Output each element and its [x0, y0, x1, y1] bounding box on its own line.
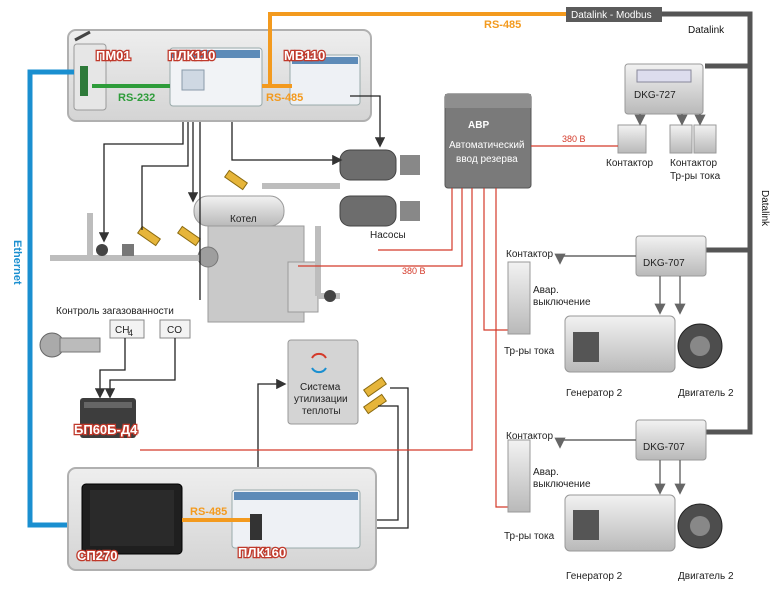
generator-set-1	[507, 261, 723, 373]
ct-box-top-1	[669, 124, 693, 154]
boiler-label: Котел	[230, 214, 257, 225]
pipes	[50, 183, 340, 299]
dkg727-label: DKG-727	[634, 90, 676, 101]
bp60b-unit	[80, 398, 136, 438]
mv110-module	[289, 54, 361, 106]
heat-label-2: утилизации	[294, 394, 348, 405]
contactor-ct-label-2: Тр-ры тока	[670, 171, 721, 182]
ch4-label: CH	[115, 325, 129, 336]
datalink-modbus-box	[566, 7, 662, 22]
avr-line2: ввод резерва	[456, 154, 518, 165]
datalink-bus	[662, 11, 753, 435]
dkg707b-unit	[635, 419, 707, 461]
heat-label-1: Система	[300, 382, 341, 393]
rs232-label: RS-232	[118, 92, 155, 104]
plc160-module	[231, 489, 361, 549]
g2-emerg-label-2: выключение	[533, 479, 591, 490]
pm01-module	[73, 30, 107, 111]
pm01-label: ПМ01	[96, 48, 131, 63]
g1-contactor-label: Контактор	[506, 249, 553, 260]
g2-emerg-label-1: Авар.	[533, 467, 559, 478]
plc160-label: ПЛК160	[238, 545, 286, 560]
plc110-label: ПЛК110	[168, 48, 215, 63]
gas-control-label: Контроль загазованности	[56, 306, 174, 317]
ch4-sensor	[109, 319, 145, 339]
g2-ct-label: Тр-ры тока	[504, 531, 555, 542]
datalink-top-label: Datalink	[688, 25, 725, 36]
plc110-module	[169, 47, 263, 107]
sp270-label: СП270	[77, 548, 117, 563]
pumps-label: Насосы	[370, 230, 406, 241]
g1-eng-label: Двигатель 2	[678, 388, 734, 399]
valve-icons	[96, 244, 336, 302]
g2-gen-label: Генератор 2	[566, 571, 623, 582]
bp60b-label: БП60Б-Д4	[74, 422, 138, 437]
dkg707a-unit	[635, 235, 707, 277]
datalink-modbus-label: Datalink - Modbus	[571, 10, 652, 21]
co-label: CO	[167, 325, 182, 336]
fan-icon	[39, 332, 101, 358]
voltage-label-1: 380 В	[562, 134, 586, 144]
heat-recovery-unit	[287, 339, 359, 425]
rs485-label-bottom: RS-485	[190, 506, 227, 518]
contactor-box-top	[617, 124, 647, 154]
rs485-bus-datalink	[268, 12, 566, 86]
g1-emerg-label-1: Авар.	[533, 285, 559, 296]
avr-unit	[444, 93, 532, 189]
dkg707b-label: DKG-707	[643, 442, 685, 453]
rs485-label-right: RS-485	[484, 19, 521, 31]
dkg707a-label: DKG-707	[643, 258, 685, 269]
g1-gen-label: Генератор 2	[566, 388, 623, 399]
boiler	[193, 195, 319, 323]
ethernet-bus	[27, 69, 74, 528]
avr-title: АВР	[468, 120, 489, 131]
mv110-label: МВ110	[284, 48, 325, 63]
rs485-label-top: RS-485	[266, 92, 303, 104]
ch4-subscript: 4	[128, 328, 133, 338]
contactor-top-label: Контактор	[606, 158, 653, 169]
g1-emerg-label-2: выключение	[533, 297, 591, 308]
dkg727-unit	[624, 63, 704, 115]
generator-set-2	[507, 439, 723, 552]
sp270-screen	[81, 483, 183, 555]
ethernet-label: Ethernet	[11, 240, 23, 285]
contactor-ct-label-1: Контактор	[670, 158, 717, 169]
g1-ct-label: Тр-ры тока	[504, 346, 555, 357]
pumps	[339, 149, 420, 227]
sensor-icons	[136, 169, 388, 415]
g2-contactor-label: Контактор	[506, 431, 553, 442]
voltage-label-2: 380 В	[402, 266, 426, 276]
avr-line1: Автоматический	[449, 140, 525, 151]
g2-eng-label: Двигатель 2	[678, 571, 734, 582]
ct-box-top-2	[693, 124, 717, 154]
datalink-side-label: Datalink	[759, 190, 770, 227]
heat-label-3: теплоты	[302, 406, 341, 417]
